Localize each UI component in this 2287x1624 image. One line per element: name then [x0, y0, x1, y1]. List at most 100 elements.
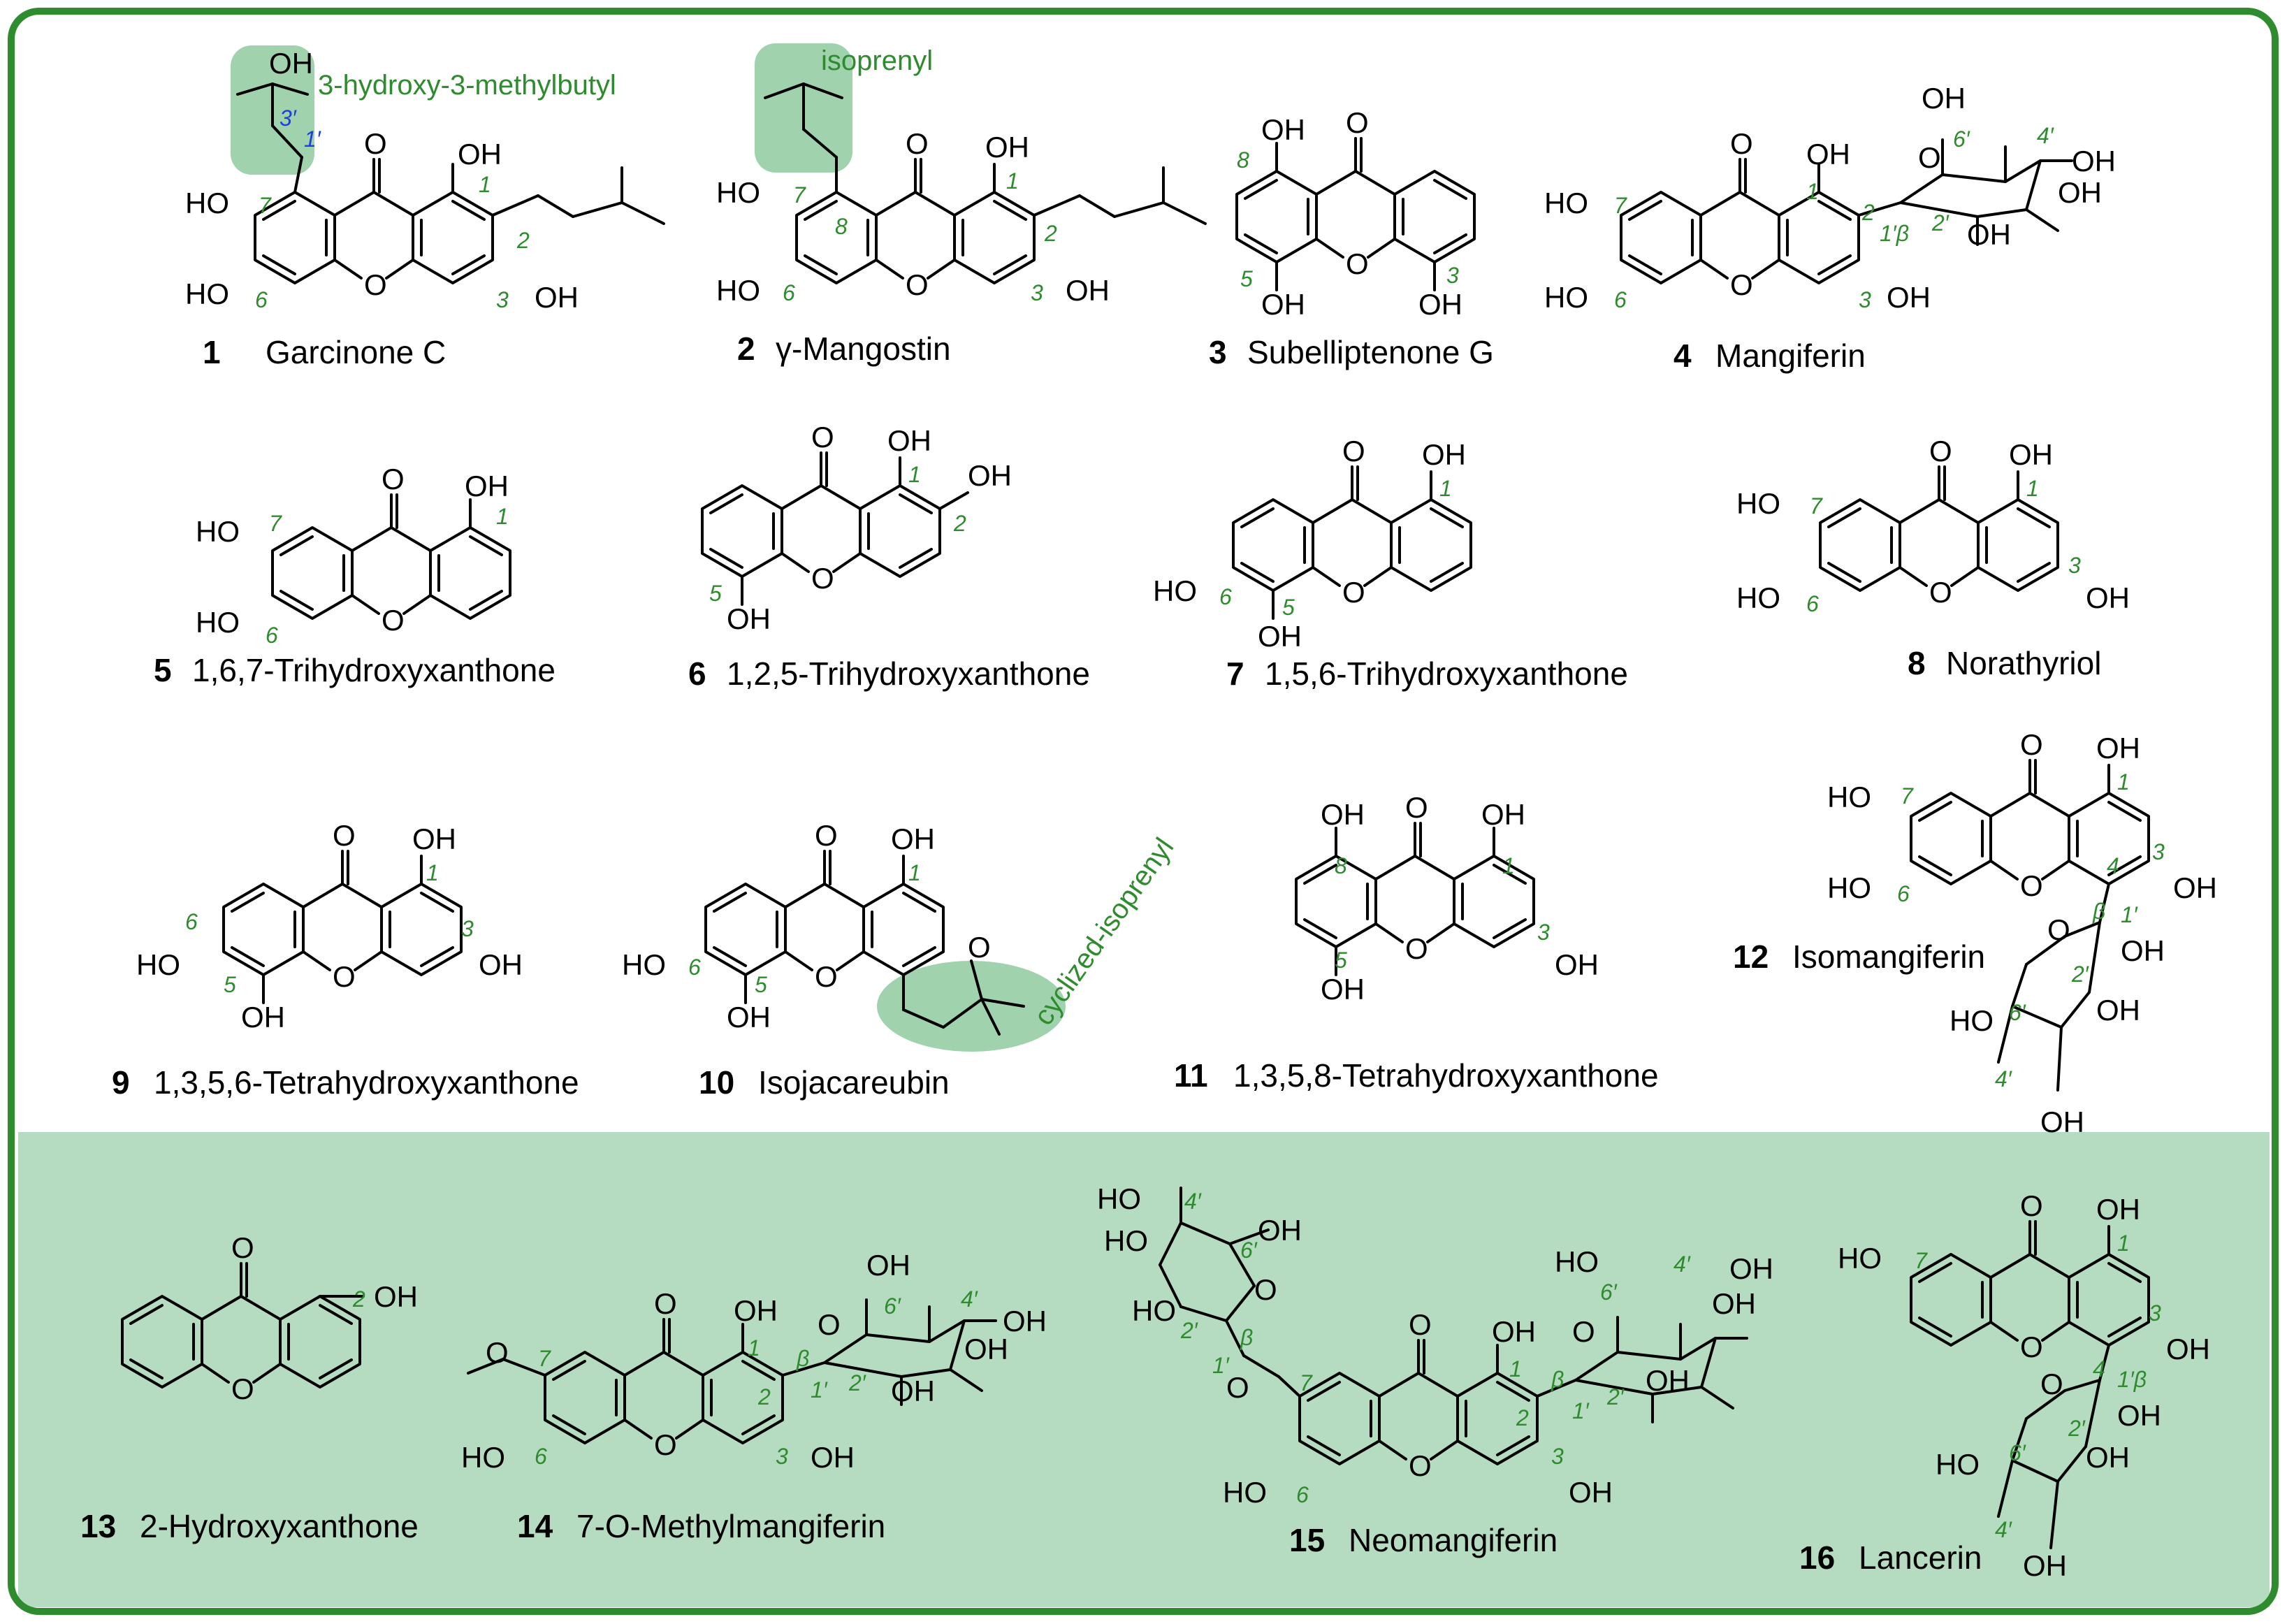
ho-label: HO: [1544, 281, 1588, 314]
oh-label: OH: [2166, 1333, 2210, 1365]
carbonyl-oxygen: O: [1346, 106, 1369, 139]
oh-label: OH: [1066, 274, 1110, 307]
oh-label: OH: [964, 1333, 1008, 1365]
oh-label: OH: [2117, 1399, 2161, 1432]
position-label: 1: [1509, 1356, 1522, 1382]
carbonyl-oxygen: O: [2020, 1189, 2043, 1222]
oh-label: OH: [2096, 994, 2140, 1027]
position-label: 2′: [2071, 962, 2089, 987]
annotation-hydroxymethylbutyl: 3-hydroxy-3-methylbutyl: [318, 70, 616, 101]
carbonyl-oxygen: O: [1342, 435, 1365, 467]
oh-label: OH: [241, 1001, 285, 1034]
oh-label: OH: [2086, 581, 2130, 614]
compound-name: Subelliptenone G: [1247, 334, 1494, 370]
position-label: 7: [259, 193, 272, 218]
position-label: 3: [776, 1444, 788, 1469]
position-label: 7: [793, 182, 806, 208]
ring-oxygen: O: [811, 562, 834, 595]
compound-id: 11: [1174, 1057, 1208, 1094]
position-label: 6′: [884, 1293, 901, 1319]
position-label: 7: [1901, 783, 1914, 809]
ring-oxygen: O: [1346, 247, 1369, 280]
carbonyl-oxygen: O: [1929, 435, 1952, 467]
position-label: 3: [496, 287, 509, 312]
position-label: 7: [1300, 1370, 1313, 1395]
position-label: 6: [255, 287, 268, 312]
position-label: 1: [496, 504, 509, 529]
ho-label: HO: [1097, 1182, 1141, 1215]
ho-label: HO: [1153, 574, 1197, 607]
oh-label: OH: [1003, 1305, 1047, 1337]
oh-label: OH: [2121, 934, 2165, 967]
oh-label: OH: [412, 822, 456, 855]
position-label: 7: [1915, 1248, 1928, 1273]
position-label: 1: [479, 172, 491, 197]
compound-8-structure: HO HO OH OH 7 6 1 3 8 Norathyriol: [1736, 438, 2130, 681]
oh-label: OH: [727, 602, 771, 635]
position-label: 4: [2093, 1356, 2105, 1382]
oh-label: OH: [1922, 82, 1966, 115]
oh-label: OH: [458, 138, 502, 171]
o-label: O: [1918, 141, 1941, 174]
position-label: 8: [835, 214, 848, 239]
oh-label: OH: [1321, 798, 1365, 831]
compound-16-structure: HO OH OH O OH HO OH OH 7 1 3 4 1′β 2′ 6′…: [1799, 1193, 2210, 1582]
oh-label: OH: [2096, 732, 2140, 764]
compound-id: 3: [1209, 334, 1227, 370]
compound-id: 2: [737, 331, 755, 367]
oh-label: OH: [269, 47, 313, 80]
oh-label: OH: [1321, 973, 1365, 1006]
lower-panel-background: [18, 1132, 2270, 1607]
position-label: 3: [1446, 263, 1459, 288]
oh-label: OH: [1418, 288, 1462, 321]
compound-10-structure: OH HO OH O 1 6 5 cyclized-isoprenyl 10 I…: [622, 822, 1179, 1101]
compound-14-structure: O HO OH OH OH OH OH OH O 7 6 1 2 3 β 1′ …: [461, 1249, 1047, 1544]
oh-label: OH: [1261, 113, 1305, 146]
compound-15-structure: O O HO HO HO OH HO OH OH HO OH OH OH O 4…: [1097, 1182, 1773, 1558]
oh-label: OH: [1967, 218, 2011, 251]
ho-label: HO: [716, 176, 760, 209]
position-label: 7: [1810, 493, 1823, 519]
carbonyl-oxygen: O: [1409, 1308, 1432, 1341]
ring-oxygen: O: [1929, 576, 1952, 609]
position-label: 3: [2149, 1300, 2161, 1326]
oh-label: OH: [1258, 620, 1302, 653]
o-label: O: [2040, 1368, 2063, 1400]
position-label: 1: [1439, 476, 1452, 501]
ring-oxygen: O: [654, 1428, 677, 1461]
compound-id: 16: [1799, 1539, 1835, 1576]
position-label: 1′: [1572, 1398, 1590, 1423]
ring-oxygen: O: [1730, 268, 1753, 301]
position-label: 6: [185, 909, 198, 934]
compound-name: Garcinone C: [266, 334, 446, 370]
position-label: β: [796, 1346, 809, 1371]
compound-id: 6: [688, 655, 706, 692]
compound-3-structure: OH OH OH 8 5 3 3 Subelliptenone G: [1209, 113, 1494, 370]
oh-label: OH: [2173, 871, 2217, 904]
compound-id: 12: [1733, 938, 1769, 975]
position-label: 3: [2152, 839, 2165, 864]
compound-id: 9: [112, 1064, 130, 1101]
ho-label: HO: [1936, 1448, 1980, 1481]
oh-label: OH: [1806, 138, 1850, 171]
compound-name: γ-Mangostin: [776, 331, 951, 367]
position-label: 6: [535, 1444, 547, 1469]
o-label: O: [968, 931, 991, 964]
compound-name: Norathyriol: [1946, 645, 2101, 681]
ho-label: HO: [136, 948, 180, 981]
oh-label: OH: [1555, 948, 1599, 981]
ho-label: HO: [1104, 1224, 1148, 1257]
compound-11-structure: OH OH OH OH 8 1 5 3 11 1,3,5,8-Tetrahydr…: [1174, 798, 1659, 1094]
annotation-cyclized-isoprenyl: cyclized-isoprenyl: [1028, 832, 1179, 1031]
compound-name: 2-Hydroxyxanthone: [140, 1508, 419, 1544]
oh-label: OH: [1569, 1476, 1613, 1509]
position-label: 4′: [1995, 1066, 2012, 1092]
position-label: 3: [1031, 280, 1043, 305]
oh-label: OH: [1481, 798, 1525, 831]
ho-label: HO: [185, 277, 229, 310]
oh-label: OH: [866, 1249, 910, 1282]
compound-name: 7-O-Methylmangiferin: [576, 1508, 885, 1544]
position-label: 7: [1614, 193, 1627, 218]
position-label: 1′β: [1880, 221, 1909, 246]
